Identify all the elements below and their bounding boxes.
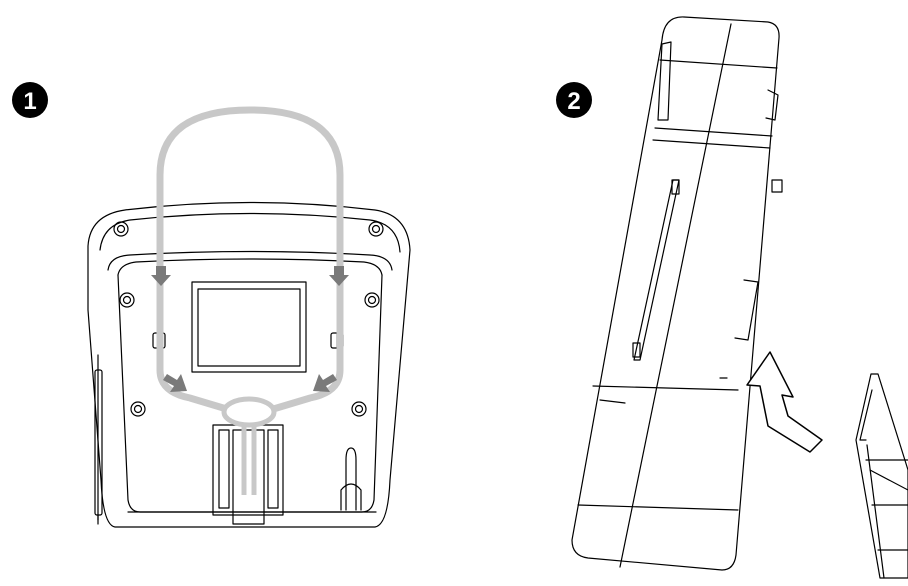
arrow-down-left-icon — [313, 374, 337, 392]
screw-mid-right — [364, 292, 380, 308]
tilt-stand — [855, 373, 908, 579]
side-probe-tip — [671, 179, 680, 195]
meter-back-upper-band-inner — [117, 258, 383, 276]
step-2-badge-circle — [556, 82, 592, 118]
side-probe-end — [632, 342, 641, 358]
arrow-down-right-icon — [163, 374, 187, 392]
hand-strap-loop — [156, 106, 344, 345]
meter-side-view — [571, 16, 783, 571]
hand-strap-bottom — [156, 345, 344, 414]
battery-latch — [232, 429, 265, 525]
step-2-number: 2 — [567, 88, 580, 115]
strap-buckle — [221, 396, 277, 428]
meter-side-bottom-band — [577, 504, 739, 511]
screw-mid-left — [119, 292, 135, 308]
meter-back-upper-band — [107, 250, 393, 271]
battery-slot-left-rib — [218, 429, 230, 509]
meter-side-top-band — [659, 59, 778, 69]
probe-holder-right — [345, 447, 357, 511]
tilt-stand-outline — [855, 373, 908, 579]
step-2-badge: 2 — [556, 82, 592, 118]
side-back-knob — [771, 179, 783, 193]
meter-back-housing — [87, 201, 411, 528]
meter-side-divider — [619, 23, 732, 568]
side-back-stand-slot — [734, 279, 759, 341]
side-button-top — [657, 41, 672, 121]
screw-low-left — [130, 401, 146, 417]
meter-back-rim — [99, 212, 401, 253]
side-probe-slot — [633, 179, 680, 361]
meter-back-view — [87, 106, 411, 528]
arrow-up-right-icon — [746, 351, 823, 453]
arrow-down-icon — [151, 266, 171, 286]
test-probe-left — [94, 354, 103, 525]
step-1-number: 1 — [23, 88, 36, 115]
arrow-down-icon — [329, 266, 349, 286]
label-plate-outer — [191, 281, 307, 373]
meter-side-body — [571, 16, 780, 571]
screw-top-right — [368, 221, 384, 237]
label-plate-inner — [197, 288, 301, 367]
meter-side-band-3 — [652, 139, 771, 149]
meter-side-band-2 — [654, 127, 773, 137]
screw-top-left — [113, 221, 129, 237]
screw-low-right — [351, 401, 367, 417]
battery-slot-frame — [212, 424, 284, 516]
step-1-badge: 1 — [12, 82, 48, 118]
side-back-clip-top — [765, 89, 779, 121]
step-1-badge-circle — [12, 82, 48, 118]
meter-side-lower-band — [592, 385, 739, 391]
battery-slot-right-rib — [267, 429, 279, 509]
